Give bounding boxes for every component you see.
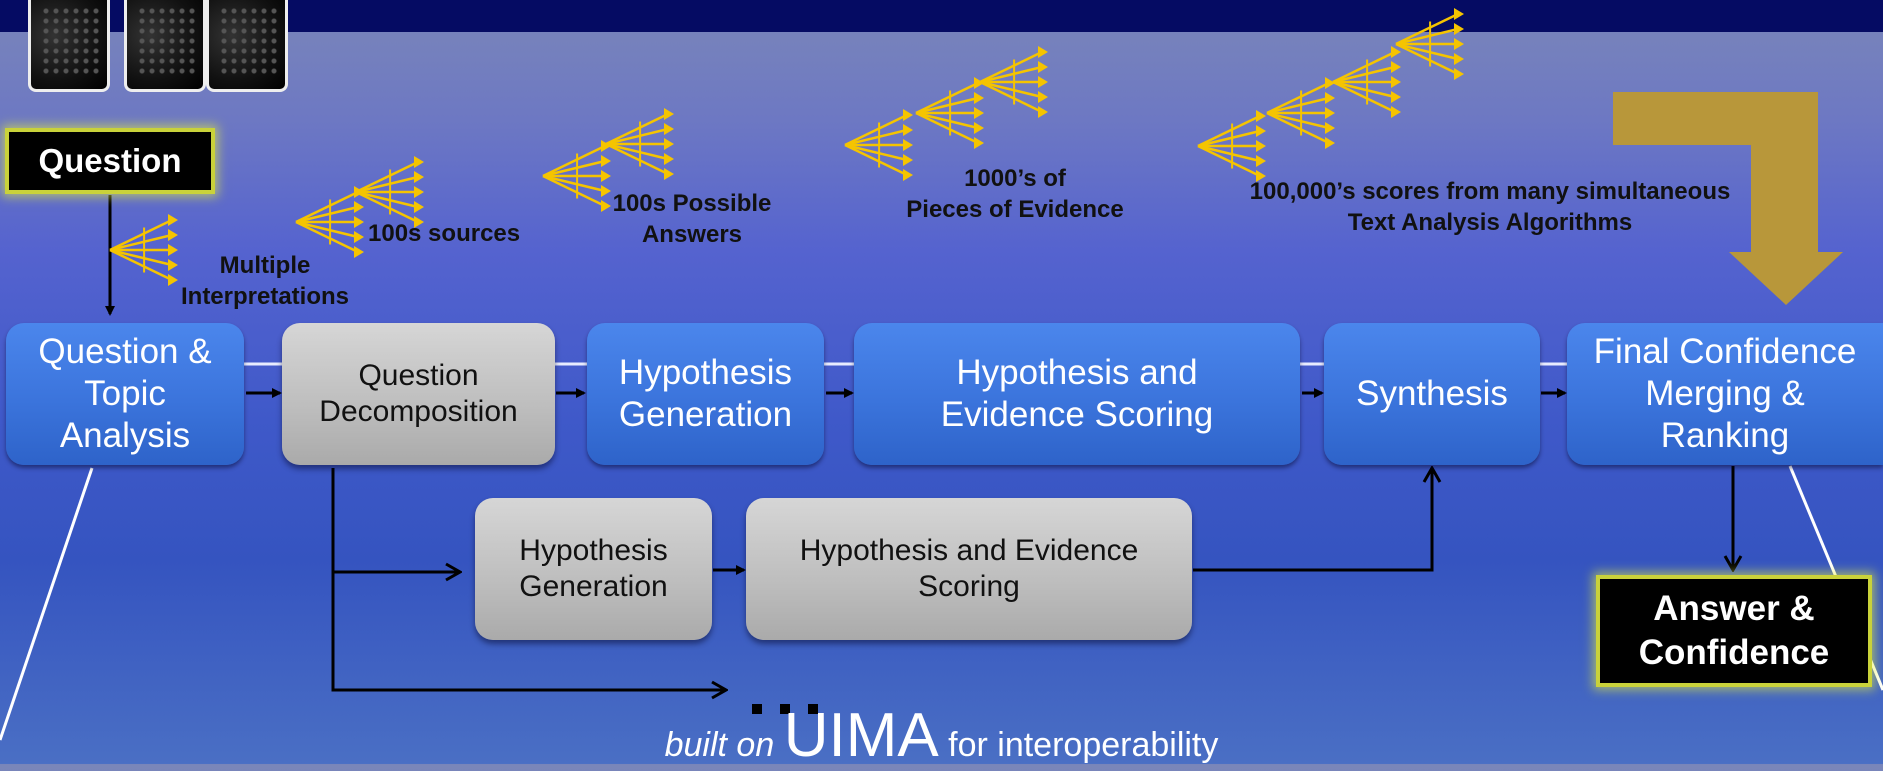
arrow-hes2-to-synth (1193, 468, 1432, 572)
fan-glyph (542, 140, 611, 212)
hypothesis-evidence-scoring-node: Hypothesis and Evidence Scoring (854, 323, 1300, 465)
answer-confidence-box: Answer & Confidence (1596, 575, 1872, 687)
question-topic-analysis-node: Question & Topic Analysis (6, 323, 244, 465)
annotation-possible-answers: 100s Possible Answers (612, 190, 772, 249)
server-rack-image (124, 0, 206, 92)
fan-glyph (1266, 77, 1335, 149)
footer-uima: built on UIMA for interoperability (0, 700, 1883, 771)
server-rack-image (28, 0, 110, 92)
hypothesis-generation-branch-node: Hypothesis Generation (475, 498, 712, 640)
annotation-sources: 100s sources (368, 220, 521, 247)
hypothesis-generation-node: Hypothesis Generation (587, 323, 824, 465)
synthesis-node: Synthesis (1324, 323, 1540, 465)
annotation-scores: 100,000’s scores from many simultaneous … (1249, 178, 1731, 237)
fan-glyph (915, 77, 984, 149)
hypothesis-evidence-scoring-branch-node: Hypothesis and Evidence Scoring (746, 498, 1192, 640)
footer-built-on: built on (664, 726, 775, 764)
fan-glyph (355, 156, 424, 228)
fan-glyph (605, 108, 674, 180)
question-decomposition-node: Question Decomposition (282, 323, 555, 465)
footer-interop: for interoperability (948, 726, 1219, 764)
branch-line-1 (331, 468, 726, 690)
top-banner (0, 0, 1883, 32)
fan-glyph (1197, 110, 1266, 182)
fan-glyph (295, 186, 364, 258)
fan-glyph (844, 109, 913, 181)
fan-glyph (109, 214, 178, 286)
fan-glyph (1395, 8, 1464, 80)
final-confidence-merging-ranking-node: Final Confidence Merging & Ranking (1567, 323, 1883, 465)
gold-bent-arrow (1613, 92, 1843, 305)
fan-out-glyphs (109, 8, 1464, 286)
annotation-evidence: 1000’s of Pieces of Evidence (906, 165, 1124, 224)
perspective-line-left (0, 467, 94, 741)
ellipsis-dots (752, 704, 818, 714)
fan-glyph (979, 46, 1048, 118)
annotation-multiple-interpretations: Multiple Interpretations (180, 252, 350, 311)
server-rack-image (206, 0, 288, 92)
footer-uima-wordmark: UIMA (783, 701, 939, 770)
question-box: Question (5, 128, 215, 194)
fan-glyph (1332, 46, 1401, 118)
